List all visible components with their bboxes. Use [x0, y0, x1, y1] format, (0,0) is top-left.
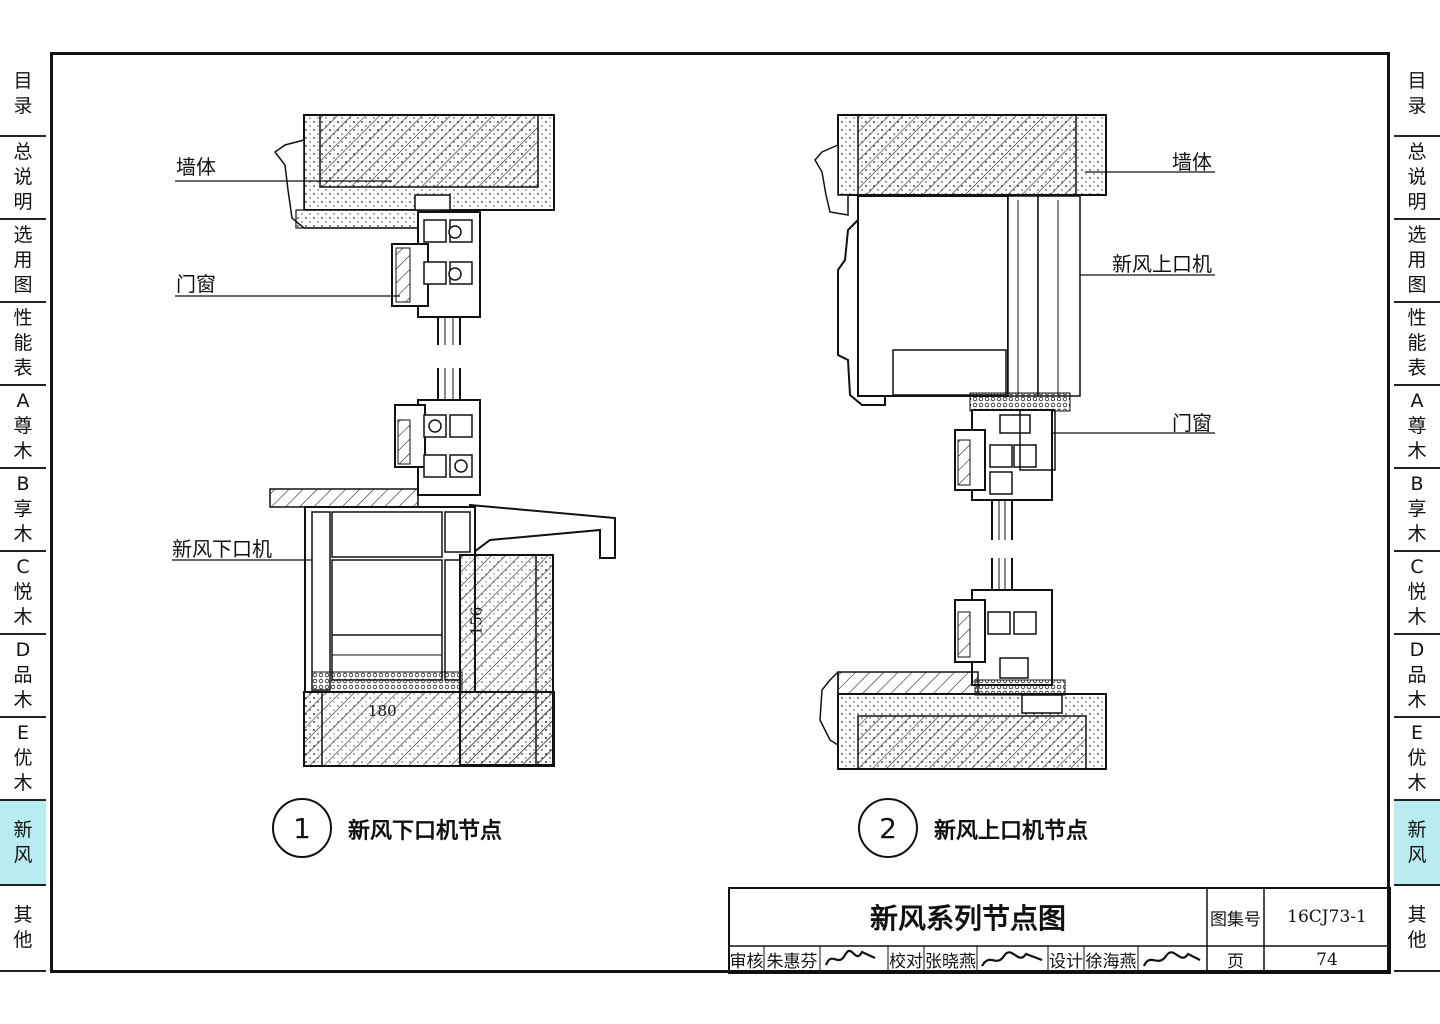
tab-label: 选 用 图: [13, 224, 33, 296]
tab-label: D 品 木: [13, 639, 33, 711]
check-label: 校对: [889, 952, 923, 972]
left-tab-1[interactable]: 总 说 明: [0, 137, 46, 220]
detail1-dimension-180: 180: [368, 702, 397, 720]
left-tab-5[interactable]: B 享 木: [0, 469, 46, 552]
tab-label: 新 风: [13, 818, 33, 866]
detail1-wall-label: 墙体: [176, 155, 216, 179]
right-tab-3[interactable]: 性 能 表: [1394, 303, 1440, 386]
left-tab-7[interactable]: D 品 木: [0, 635, 46, 718]
atlas-number-label: 图集号: [1210, 909, 1261, 930]
right-tab-8[interactable]: E 优 木: [1394, 718, 1440, 801]
tab-label: 新 风: [1407, 818, 1427, 866]
right-tab-6[interactable]: C 悦 木: [1394, 552, 1440, 635]
left-tab-9[interactable]: 新 风: [0, 801, 46, 886]
tab-label: 性 能 表: [1407, 307, 1427, 379]
tab-label: 选 用 图: [1407, 224, 1427, 296]
designer-name: 徐海燕: [1085, 952, 1137, 972]
detail1-caption: 新风下口机节点: [348, 819, 503, 844]
left-tab-10[interactable]: 其 他: [0, 886, 46, 972]
right-tab-9[interactable]: 新 风: [1394, 801, 1440, 886]
right-tab-1[interactable]: 总 说 明: [1394, 137, 1440, 220]
tab-label: 总 说 明: [13, 141, 33, 213]
left-tab-3[interactable]: 性 能 表: [0, 303, 46, 386]
tab-label: 总 说 明: [1407, 141, 1427, 213]
tab-label: 其 他: [13, 904, 33, 951]
design-label: 设计: [1049, 952, 1083, 972]
right-tab-5[interactable]: B 享 木: [1394, 469, 1440, 552]
detail1-dimension-156: 156: [467, 606, 486, 636]
page-label: 页: [1227, 952, 1244, 972]
tab-label: 目 录: [13, 69, 33, 117]
page-number: 74: [1316, 949, 1338, 970]
right-tab-4[interactable]: A 尊 木: [1394, 386, 1440, 469]
signature-marks: [824, 949, 1201, 967]
right-tab-2[interactable]: 选 用 图: [1394, 220, 1440, 303]
tab-label: A 尊 木: [13, 390, 33, 462]
checker-name: 张晓燕: [925, 952, 976, 972]
left-tab-0[interactable]: 目 录: [0, 52, 46, 137]
detail2-caption: 新风上口机节点: [934, 819, 1089, 844]
detail2-number-circle: 2: [858, 798, 918, 858]
tab-label: B 享 木: [13, 473, 33, 545]
tab-label: A 尊 木: [1407, 390, 1427, 462]
left-tab-4[interactable]: A 尊 木: [0, 386, 46, 469]
title-block-lines: [728, 887, 1391, 974]
drawing-title: 新风系列节点图: [869, 902, 1066, 935]
reviewer-name: 朱惠芬: [766, 952, 818, 972]
drawing-frame: [50, 52, 1390, 973]
detail2-window-label: 门窗: [1172, 411, 1212, 435]
detail2-drawing: [814, 114, 1215, 770]
detail1-number-circle: 1: [272, 798, 332, 858]
atlas-number: 16CJ73-1: [1287, 907, 1367, 927]
tab-label: C 悦 木: [1407, 556, 1427, 628]
left-tab-8[interactable]: E 优 木: [0, 718, 46, 801]
tab-label: E 优 木: [13, 722, 33, 794]
review-label: 审核: [729, 952, 764, 972]
left-tab-6[interactable]: C 悦 木: [0, 552, 46, 635]
detail1-drawing: [172, 114, 616, 767]
detail1-unit-label: 新风下口机: [172, 537, 272, 561]
tab-label: 其 他: [1407, 904, 1427, 951]
tab-label: E 优 木: [1407, 722, 1427, 794]
detail2-wall-label: 墙体: [1172, 150, 1212, 174]
right-tab-0[interactable]: 目 录: [1394, 52, 1440, 137]
left-tab-2[interactable]: 选 用 图: [0, 220, 46, 303]
detail1-window-label: 门窗: [176, 272, 216, 296]
detail2-unit-label: 新风上口机: [1112, 252, 1212, 276]
tab-label: D 品 木: [1407, 639, 1427, 711]
tab-label: C 悦 木: [13, 556, 33, 628]
right-tab-7[interactable]: D 品 木: [1394, 635, 1440, 718]
right-tab-10[interactable]: 其 他: [1394, 886, 1440, 972]
tab-label: B 享 木: [1407, 473, 1427, 545]
tab-label: 性 能 表: [13, 307, 33, 379]
tab-label: 目 录: [1407, 69, 1427, 117]
